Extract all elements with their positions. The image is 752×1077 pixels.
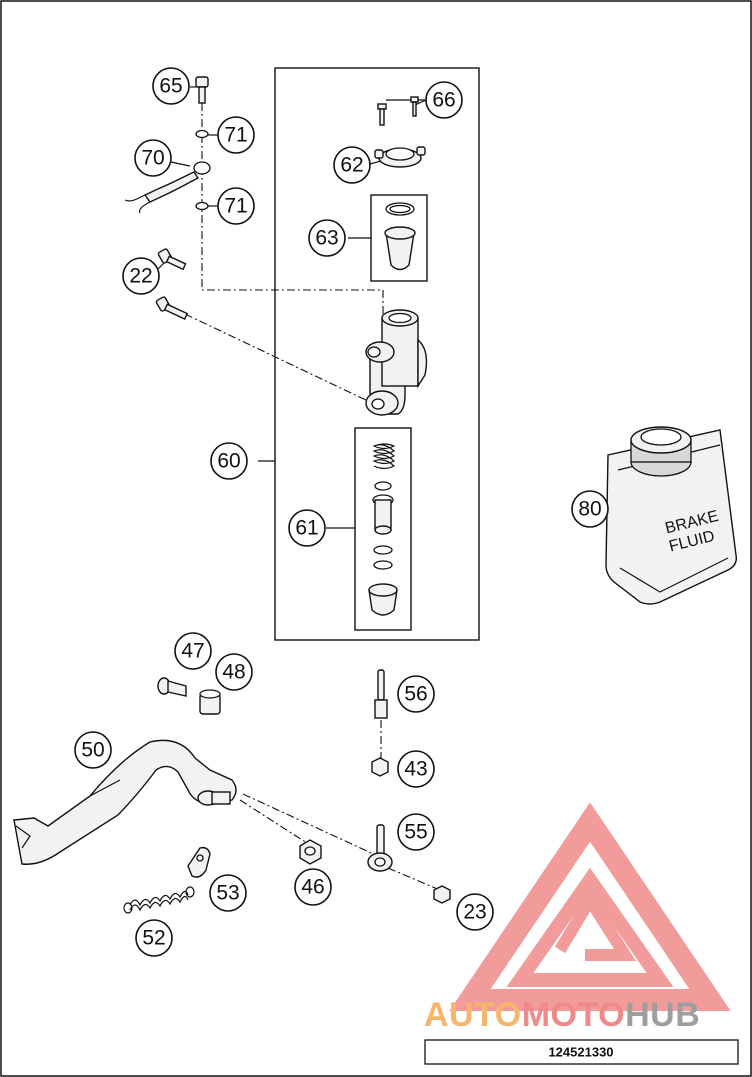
svg-text:56: 56 xyxy=(404,683,427,706)
callout-48: 48 xyxy=(215,653,253,691)
callout-60: 60 xyxy=(210,442,248,480)
svg-text:53: 53 xyxy=(216,882,239,905)
piston-kit-box xyxy=(354,427,412,631)
svg-text:52: 52 xyxy=(142,927,165,950)
diaphragm-63-icon xyxy=(384,202,416,271)
callout-22: 22 xyxy=(122,257,160,295)
brake-fluid-bottle-80-icon: BRAKE FLUID xyxy=(605,426,738,605)
svg-text:43: 43 xyxy=(404,758,427,781)
drawing-number: 124521330 xyxy=(548,1045,613,1060)
callout-53: 53 xyxy=(209,874,247,912)
spring-52-icon xyxy=(123,886,195,914)
bolt-long-icon xyxy=(155,296,189,320)
svg-text:23: 23 xyxy=(463,901,486,924)
callout-55: 55 xyxy=(397,813,435,851)
callout-50: 50 xyxy=(74,731,112,769)
nut-23-icon xyxy=(433,885,451,904)
callout-61: 61 xyxy=(288,509,326,547)
svg-text:62: 62 xyxy=(340,154,363,177)
callout-66: 66 xyxy=(425,81,463,119)
svg-text:71: 71 xyxy=(224,195,247,218)
svg-text:55: 55 xyxy=(404,821,427,844)
nut-46-icon xyxy=(299,839,322,865)
callout-63: 63 xyxy=(308,219,346,257)
callout-62: 62 xyxy=(333,146,371,184)
brake-hose-70-icon xyxy=(124,161,211,214)
svg-text:70: 70 xyxy=(141,147,164,170)
callout-52: 52 xyxy=(135,919,173,957)
bolt-22-icon xyxy=(157,248,187,271)
bushing-48-icon xyxy=(199,689,221,715)
nut-43-icon xyxy=(371,757,389,777)
callout-65: 65 xyxy=(152,67,190,105)
master-cylinder-box xyxy=(274,67,480,641)
svg-text:65: 65 xyxy=(159,75,182,98)
svg-text:60: 60 xyxy=(217,450,240,473)
watermark-logo-icon xyxy=(449,802,731,1011)
svg-text:80: 80 xyxy=(578,498,601,521)
svg-text:47: 47 xyxy=(181,640,204,663)
callout-47: 47 xyxy=(174,632,212,670)
screw-66-icon xyxy=(377,96,419,126)
washer-71-top-icon xyxy=(195,129,209,139)
svg-text:71: 71 xyxy=(224,124,247,147)
callout-23: 23 xyxy=(456,893,494,931)
svg-text:22: 22 xyxy=(129,265,152,288)
master-cylinder-60-icon xyxy=(365,309,428,416)
svg-text:63: 63 xyxy=(315,227,338,250)
piston-kit-61-icon xyxy=(368,443,398,616)
brake-pedal-50-icon xyxy=(13,739,237,865)
drawing-number-box xyxy=(424,1039,739,1065)
callout-70: 70 xyxy=(134,139,172,177)
callout-46: 46 xyxy=(294,868,332,906)
callout-80: 80 xyxy=(571,490,609,528)
washer-71-bottom-icon xyxy=(195,201,209,211)
svg-text:46: 46 xyxy=(301,876,324,899)
pushrod-56-icon xyxy=(374,669,388,719)
spring-bracket-53-icon xyxy=(187,846,211,878)
svg-text:61: 61 xyxy=(295,517,318,540)
watermark-text: AUTOMOTOHUB xyxy=(424,996,700,1034)
callout-43: 43 xyxy=(397,750,435,788)
bolt-47-icon xyxy=(157,677,187,697)
callout-56: 56 xyxy=(397,675,435,713)
svg-text:66: 66 xyxy=(432,89,455,112)
clevis-55-icon xyxy=(367,824,393,872)
svg-text:48: 48 xyxy=(222,661,245,684)
callout-71-top: 71 xyxy=(217,116,255,154)
bolt-65-icon xyxy=(195,76,209,104)
reservoir-cap-62-icon xyxy=(374,146,426,168)
svg-text:50: 50 xyxy=(81,739,104,762)
callout-71-bottom: 71 xyxy=(217,187,255,225)
